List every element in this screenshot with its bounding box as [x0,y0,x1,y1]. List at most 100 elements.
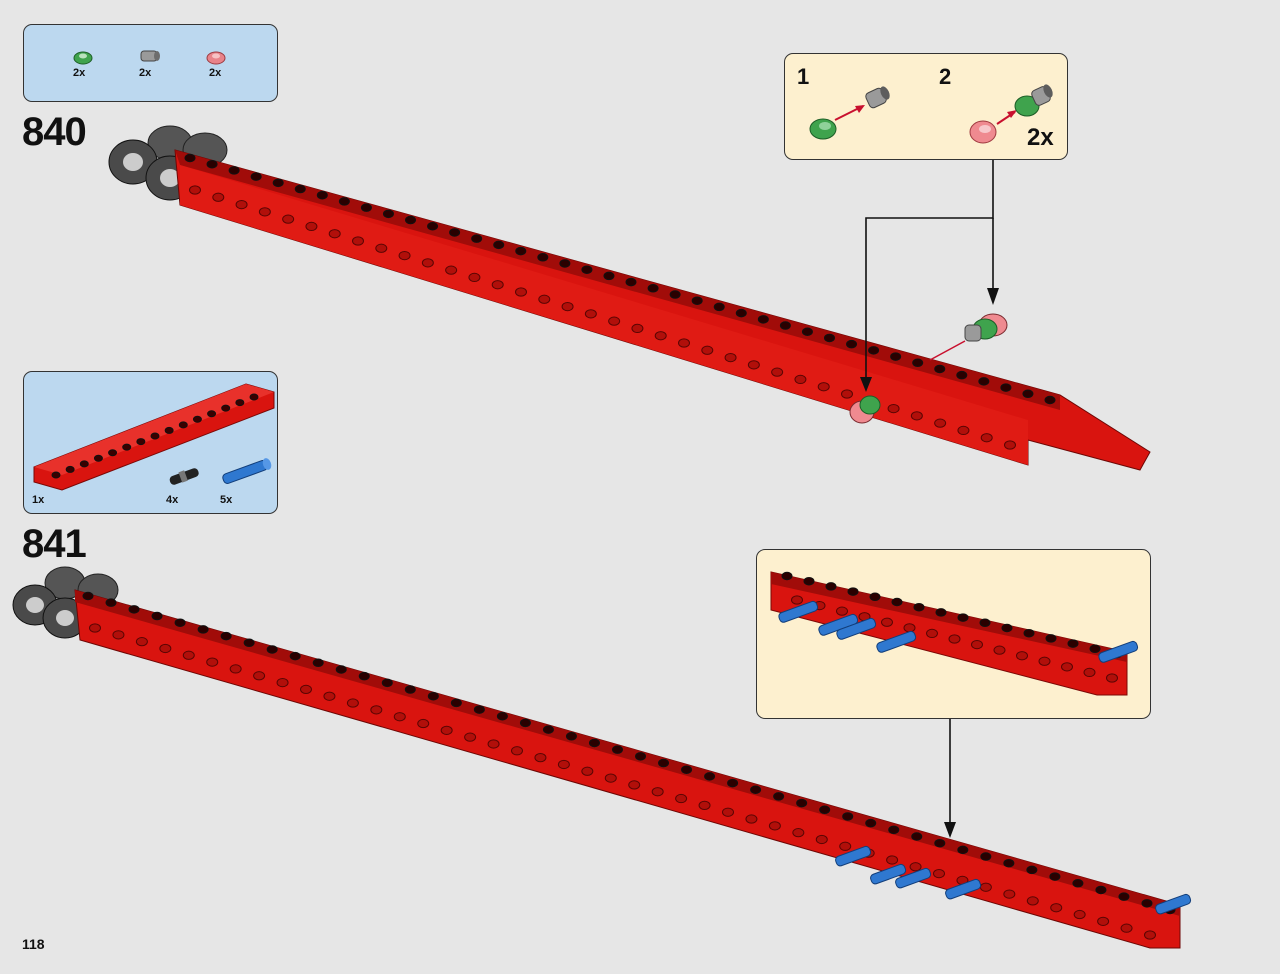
beam-hole [773,792,785,801]
beam-hole [1045,634,1057,643]
beam-hole [980,852,992,861]
beam-hole [1038,656,1051,666]
beam-hole [747,360,760,370]
beam-hole [405,215,417,225]
beam-hole [842,812,854,821]
blue-axle-pin-icon [895,867,932,889]
beam-hole [276,677,289,688]
beam-hole [427,691,439,701]
part-qty: 2x [139,67,152,79]
beam-hole [565,732,577,741]
beam-hole [220,631,232,641]
beam-hole [658,758,670,768]
beam-hole [464,732,477,742]
parts-list-841: 1x 4x 5x [23,371,278,514]
beam-hole [1049,872,1061,881]
beam-hole [258,207,271,217]
beam-hole [934,838,946,848]
beam-hole [926,628,938,639]
beam-hole [305,221,318,232]
beam-hole [352,236,364,246]
beam-hole [704,772,716,781]
page-number: 118 [22,936,45,952]
substep-callout [756,549,1151,719]
beam-hole [888,825,900,835]
beam-hole [796,798,808,808]
beam-hole [316,190,328,200]
beam-hole [164,426,174,434]
beam-hole [628,780,641,790]
beam-hole [1061,662,1073,672]
beam-hole [727,778,739,788]
beam-hole [698,800,711,811]
beam-hole [911,832,923,841]
wheel-icon [12,566,119,639]
beam-hole [1120,923,1133,933]
beam-hole [604,773,617,783]
parts-icons-840 [73,50,226,65]
parts-list-840: 2x 2x 2x [23,24,278,102]
beam-hole [421,258,434,268]
green-bushing-on-connector-icon [929,313,1008,361]
beam-hole [701,345,714,355]
part-qty: 4x [166,494,179,506]
beam-hole [189,185,201,195]
beam-hole [174,618,186,627]
beam-hole [868,346,880,355]
beam-hole [869,592,881,602]
beam-hole [933,868,945,879]
wheel-icon [108,125,228,201]
beam-hole [122,443,132,451]
beam-hole [803,576,815,586]
beam-hole [839,841,852,851]
arrow-head [1007,110,1017,118]
beam-hole [93,454,103,462]
beam-hole [792,828,805,838]
beam-hole [294,184,306,194]
beam-hole [105,598,117,607]
arrow-head [855,105,865,113]
blue-axle-pins [835,845,1192,915]
beam-hole [289,651,301,661]
beam-hole [651,787,664,797]
beam-hole [82,591,94,601]
beam-hole [891,597,903,607]
beam-hole [823,333,835,343]
beam-hole [346,698,359,708]
beam-hole [393,712,406,722]
beam-hole [206,657,219,667]
beam-hole [487,739,500,749]
beam-hole [957,425,970,436]
blue-axle-pin-icon [870,863,907,885]
beam-hole [178,421,188,429]
beam-hole [89,623,101,633]
red-bushing-icon [849,395,881,424]
beam-hole [51,471,61,479]
beam-hole [1164,905,1176,915]
beam-hole [538,294,551,304]
beam-hole [108,449,118,457]
blue-axle-pin-icon [945,878,982,900]
beam-hole [370,705,383,715]
beam-hole [542,725,554,734]
beam-hole [865,818,877,828]
beam-hole [678,338,690,348]
beam-hole [1000,383,1012,392]
beam-hole [1141,899,1153,908]
beam-hole [909,862,922,872]
beam-hole [358,671,370,681]
beam-hole [323,691,336,701]
beam-hole [1026,865,1038,875]
beam-hole [381,678,393,688]
beam-hole [625,277,637,287]
beam-hole [1118,892,1130,901]
beam-hole [779,321,791,330]
beam-hole [1072,879,1084,888]
beam-hole [360,203,372,212]
beam-hole [375,243,388,253]
beam-hole [910,411,923,421]
beam-hole [515,287,527,297]
callout-multiplier: 2x [1027,124,1054,151]
beam-hole [135,637,148,647]
beam-hole [519,718,531,728]
